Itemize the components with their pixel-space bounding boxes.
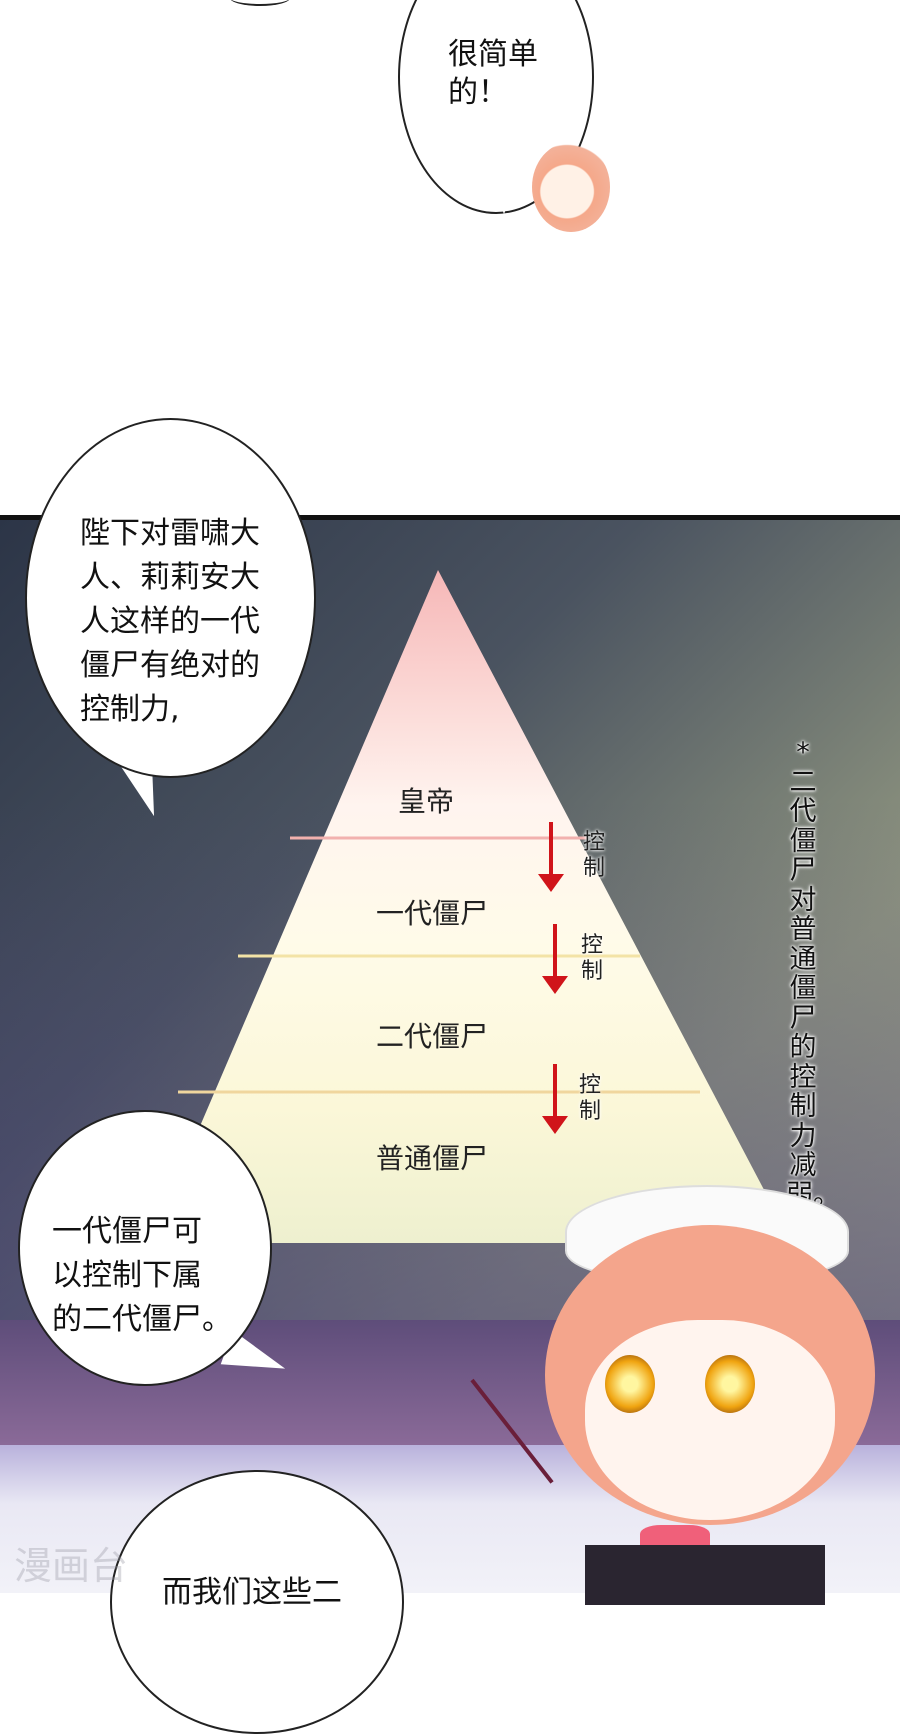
face: [585, 1320, 835, 1520]
top-bubble-edge: [230, 0, 290, 6]
speech-bubble-middle: [25, 418, 316, 778]
pyramid: [150, 570, 792, 1243]
chibi-maid-small: [532, 142, 610, 232]
dress: [585, 1545, 825, 1605]
down-arrow-icon: [538, 822, 564, 892]
down-arrow-icon: [542, 924, 568, 994]
bubble-text-lower: 一代僵尸可 以控制下属 的二代僵尸。: [52, 1214, 232, 1337]
level-emperor: 皇帝: [398, 785, 455, 818]
side-note: *二代僵尸对普通僵尸的控制力减弱。: [786, 737, 840, 1211]
speech-bubble-lower: [18, 1110, 272, 1386]
level-first-gen: 一代僵尸: [376, 897, 489, 930]
watermark: 漫画台: [14, 1544, 129, 1588]
control-label: 控 制: [582, 830, 605, 881]
level-second-gen: 二代僵尸: [376, 1020, 489, 1053]
level-ordinary: 普通僵尸: [376, 1142, 489, 1175]
bubble-text-middle: 陛下对雷啸大 人、莉莉安大 人这样的一代 僵尸有绝对的 控制力,: [80, 516, 260, 727]
control-label: 控 制: [580, 933, 603, 984]
bubble-text-bottom: 而我们这些二: [162, 1575, 342, 1610]
control-label: 控 制: [578, 1073, 601, 1124]
eye: [605, 1355, 655, 1413]
bubble-tail: [490, 180, 518, 214]
down-arrow-icon: [542, 1064, 568, 1134]
chibi-maid: [545, 1185, 875, 1605]
pyramid-shape: [150, 570, 792, 1243]
bubble-text-top: 很简单 的！: [448, 37, 538, 110]
eye: [705, 1355, 755, 1413]
